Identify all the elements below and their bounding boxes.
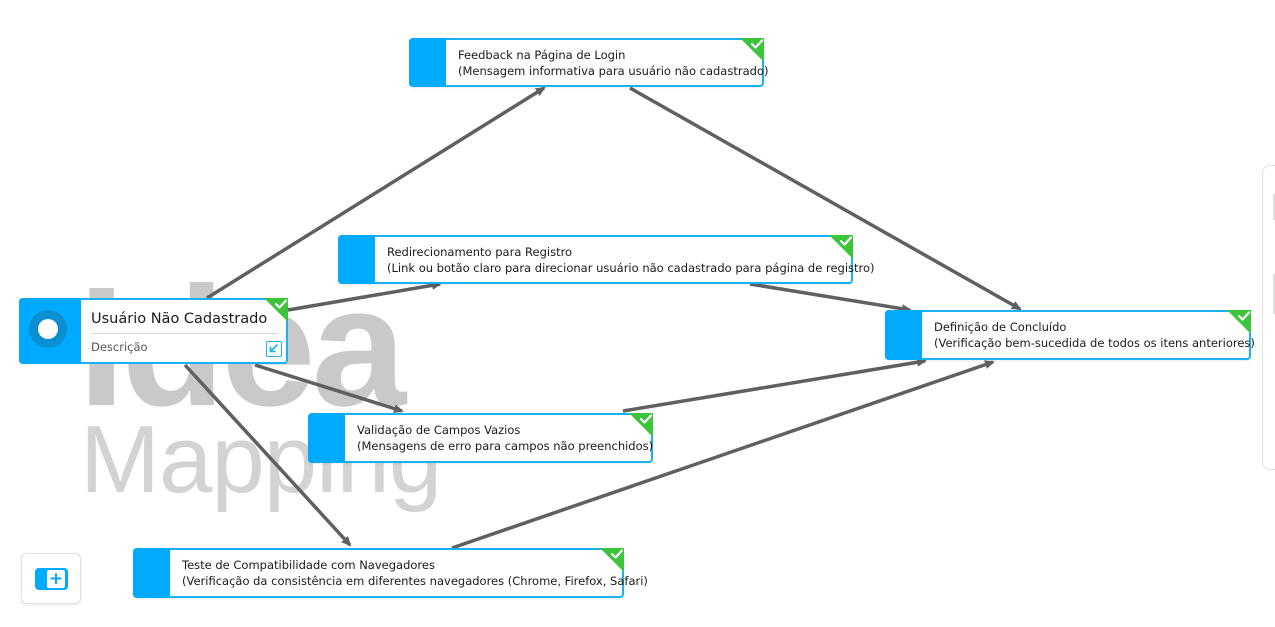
node-title: Teste de Compatibilidade com Navegadores — [182, 558, 435, 572]
root-node-accent — [19, 298, 81, 364]
edge-root-to-feedback[interactable] — [206, 86, 546, 300]
edge-redirect-to-done[interactable] — [749, 282, 912, 314]
node-title: Feedback na Página de Login — [458, 48, 626, 62]
node-text[interactable]: Feedback na Página de Login (Mensagem in… — [458, 47, 769, 79]
node-text[interactable]: Definição de Concluído (Verificação bem-… — [934, 319, 1255, 351]
node-title: Redirecionamento para Registro — [387, 245, 573, 259]
completed-check-icon — [264, 298, 288, 322]
edge-root-to-redirect[interactable] — [287, 280, 442, 312]
completed-check-icon — [829, 235, 853, 259]
node-done[interactable]: Definição de Concluído (Verificação bem-… — [885, 310, 1255, 360]
node-text[interactable]: Redirecionamento para Registro (Link ou … — [387, 244, 875, 276]
node-accent — [885, 310, 922, 360]
side-panel-toggle[interactable] — [1262, 165, 1275, 470]
root-node-description[interactable]: Descrição — [91, 340, 148, 354]
root-node[interactable]: Usuário Não Cadastrado Descrição — [19, 298, 288, 364]
node-title: Definição de Concluído — [934, 320, 1067, 334]
circle-ring-icon — [29, 310, 67, 348]
node-accent — [409, 38, 446, 87]
completed-check-icon — [1227, 310, 1251, 334]
node-subtitle: (Verificação da consistência em diferent… — [182, 574, 648, 588]
node-subtitle: (Mensagens de erro para campos não preen… — [357, 439, 654, 453]
node-subtitle: (Verificação bem-sucedida de todos os it… — [934, 336, 1255, 350]
root-node-title[interactable]: Usuário Não Cadastrado — [91, 311, 268, 327]
node-redirect[interactable]: Redirecionamento para Registro (Link ou … — [338, 235, 875, 284]
completed-check-icon — [629, 413, 653, 437]
root-node-divider — [91, 333, 278, 334]
add-page-button[interactable]: + — [21, 553, 81, 604]
node-subtitle: (Link ou botão claro para direcionar usu… — [387, 261, 875, 275]
collapse-arrow-icon[interactable] — [266, 341, 282, 357]
node-feedback[interactable]: Feedback na Página de Login (Mensagem in… — [409, 38, 769, 87]
edge-feedback-to-done[interactable] — [629, 86, 1022, 311]
edge-compat-to-done[interactable] — [451, 360, 995, 550]
node-text[interactable]: Validação de Campos Vazios (Mensagens de… — [357, 422, 654, 454]
completed-check-icon — [740, 38, 764, 62]
node-subtitle: (Mensagem informativa para usuário não c… — [458, 64, 769, 78]
node-validation[interactable]: Validação de Campos Vazios (Mensagens de… — [308, 413, 653, 463]
edge-root-to-validation[interactable] — [254, 363, 404, 413]
add-page-icon: + — [35, 568, 68, 590]
completed-check-icon — [600, 548, 624, 572]
node-title: Validação de Campos Vazios — [357, 423, 521, 437]
node-accent — [133, 548, 170, 598]
node-accent — [308, 413, 345, 463]
edge-root-to-compat[interactable] — [183, 363, 352, 547]
edge-validation-to-done[interactable] — [622, 357, 927, 413]
node-text[interactable]: Teste de Compatibilidade com Navegadores… — [182, 557, 648, 589]
node-accent — [338, 235, 375, 284]
node-compat[interactable]: Teste de Compatibilidade com Navegadores… — [133, 548, 648, 598]
